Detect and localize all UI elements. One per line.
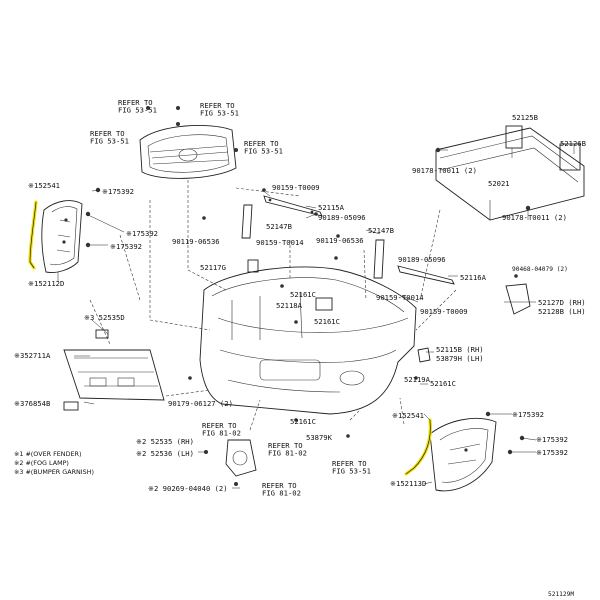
label-175392-4: ※175392 [512,410,544,419]
label-52116A: 52116A [460,273,487,282]
label-76854B: ※376854B [14,399,50,408]
label-152541-right: ※152541 [392,411,424,420]
fog-lamp[interactable] [204,439,257,486]
label-90178-a: 90178-T0011 (2) [412,166,477,175]
label-52161C-d: 52161C [290,417,316,426]
label-90468: 90468-04079 (2) [512,266,568,273]
label-52536-lh: ※2 52536 (LH) [136,449,194,458]
side-bracket-52147B-right[interactable] [373,239,385,279]
label-52161C-c: 52161C [430,379,456,388]
fender-bracket-52127D[interactable] [505,283,531,315]
label-175392-5: ※175392 [536,435,568,444]
misc-screws[interactable] [188,188,518,438]
left-fender-clips[interactable] [85,187,101,248]
label-90178-b: 90178-T0011 (2) [502,213,567,222]
emblem-76854B[interactable] [63,401,79,411]
radiator-grille[interactable] [139,125,237,179]
label-152113D: ※152113D [390,479,426,488]
label-53879H: 53879H (LH) [436,354,484,363]
label-52125B: 52125B [512,113,538,122]
label-52117G: 52117G [200,263,226,272]
garnish-clip-52535D[interactable] [95,329,109,339]
label-52147B-a: 52147B [266,222,292,231]
label-52115A: 52115A [318,203,345,212]
label-90119-06536-a: 90119-06536 [172,237,220,246]
bracket-52118A[interactable] [315,297,333,311]
label-90189-05096-a: 90189-05096 [318,213,366,222]
label-90159-T0009-a: 90159-T0009 [272,183,320,192]
label-90159-T0009-b: 90159-T0009 [420,307,468,316]
label-52115B: 52115B (RH) [436,345,484,354]
figure-id: 521129M [548,591,574,598]
label-52161C-a: 52161C [290,290,316,299]
grille-clips[interactable] [146,106,238,152]
right-fender-molding-highlighted[interactable] [404,418,432,476]
seal-52115B[interactable] [417,347,431,363]
label-90119-06536-b: 90119-06536 [316,236,364,245]
label-52119A: 52119A [404,375,431,384]
front-bumper-cover[interactable] [199,266,417,415]
leader-lines [57,146,575,489]
reinforcement-nuts[interactable] [435,147,531,211]
label-53879K: 53879K [306,433,333,442]
side-bracket-52147B-left[interactable] [241,204,253,239]
label-52128B: 52128B (LH) [538,307,586,316]
label-52147B-b: 52147B [368,226,394,235]
legend-fog-lamp: ※2 #(FOG LAMP) [14,459,69,467]
reinforcement-brackets[interactable] [505,125,581,171]
legend-bumper-garnish: ※3 #(BUMPER GARNISH) [14,468,94,476]
label-175392-3: ※175392 [110,242,142,251]
legend: ※1 #(OVER FENDER) ※2 #(FOG LAMP) ※3 #(BU… [14,450,94,476]
label-52118A: 52118A [276,301,303,310]
label-52535-rh: ※2 52535 (RH) [136,437,194,446]
label-90189-05096-b: 90189-05096 [398,255,446,264]
right-over-fender[interactable] [429,417,497,492]
label-52161C-b: 52161C [314,317,340,326]
label-52126B: 52126B [560,139,586,148]
assembly-lines [89,180,457,431]
left-fender-molding-highlighted[interactable] [28,200,38,270]
label-90179: 90179-06127 (2) [168,399,233,408]
bracket-52117G[interactable] [247,259,259,273]
label-52711A: ※352711A [14,351,51,360]
left-over-fender[interactable] [41,200,83,273]
label-152541-left: ※152541 [28,181,60,190]
label-90159-T0014-a: 90159-T0014 [256,238,304,247]
bumper-reinforcement[interactable] [435,127,585,221]
label-175392-6: ※175392 [536,448,568,457]
retainer-52116A[interactable] [397,265,455,285]
label-175392-1: ※175392 [102,187,134,196]
label-175392-2: ※175392 [126,229,158,238]
upper-retainer-52115A[interactable] [263,195,323,217]
label-90159-T0014-b: 90159-T0014 [376,293,424,302]
label-152112D: ※152112D [28,279,64,288]
label-52021: 52021 [488,179,510,188]
bumper-garnish-52711A[interactable] [63,349,165,401]
legend-over-fender: ※1 #(OVER FENDER) [14,450,82,458]
label-52535D: ※3 52535D [84,313,125,322]
label-52127D: 52127D (RH) [538,298,586,307]
label-90269: ※2 90269-04040 (2) [148,484,228,493]
